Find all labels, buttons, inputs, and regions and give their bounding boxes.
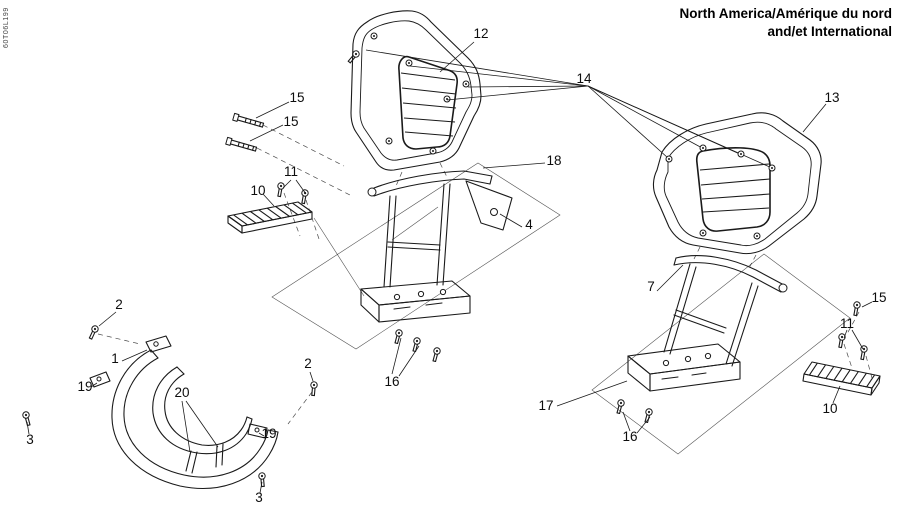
callout-17: 17 — [538, 398, 553, 413]
footrest-shield-left — [346, 10, 482, 171]
plate-screws-right — [614, 398, 654, 424]
step-right-tread — [808, 362, 876, 388]
fastener-fan-lines-14 — [365, 49, 773, 169]
callout-2-a: 2 — [115, 297, 123, 312]
mounting-plate-left — [360, 280, 471, 323]
callout-10-a: 10 — [250, 183, 265, 198]
mounting-plate-right — [627, 343, 741, 392]
shield-left-corner-screw — [346, 48, 362, 65]
shield-left-screws — [370, 32, 470, 155]
step-right-bolt-15 — [851, 300, 862, 317]
support-frame-left — [360, 170, 513, 323]
callout-13: 13 — [824, 90, 839, 105]
step-left-screw-1 — [275, 181, 286, 198]
callout-19-b: 19 — [261, 426, 276, 441]
mounting-bolts-left — [225, 112, 265, 154]
bumper-tab-19a — [89, 371, 111, 388]
tread-ribs-right-shield — [699, 163, 771, 213]
support-frame-right — [627, 255, 788, 392]
plate-screws-left — [392, 328, 442, 363]
callout-12: 12 — [473, 26, 488, 41]
shield-right-screws — [665, 144, 776, 240]
callout-leader-lines — [26, 41, 873, 494]
bumper-cross-links — [185, 443, 224, 474]
callout-3-b: 3 — [255, 490, 263, 505]
step-left-tread — [233, 202, 307, 226]
callout-15-b: 15 — [283, 114, 298, 129]
footrest-shield-right — [652, 112, 822, 255]
callout-14: 14 — [576, 71, 592, 86]
tread-ribs-left-shield — [400, 72, 457, 137]
callout-16-a: 16 — [384, 374, 399, 389]
callout-15-a: 15 — [289, 90, 304, 105]
callout-11-b: 11 — [840, 316, 854, 331]
callout-10-b: 10 — [822, 401, 837, 416]
region-title-line1: North America/Amérique du nord — [679, 6, 892, 21]
callout-15-c: 15 — [871, 290, 886, 305]
bumper-guard — [21, 324, 319, 489]
callout-18: 18 — [546, 153, 561, 168]
callout-4: 4 — [525, 217, 533, 232]
step-plate-left — [227, 181, 313, 234]
callout-3-a: 3 — [26, 432, 34, 447]
callout-1: 1 — [111, 351, 119, 366]
region-title-line2: and/et International — [767, 23, 892, 39]
bumper-screw-3b — [257, 471, 267, 488]
region-title: North America/Amérique du nord and/et In… — [679, 5, 892, 40]
callout-16-b: 16 — [622, 429, 637, 444]
bumper-bracket-1 — [145, 335, 172, 353]
step-plate-right — [802, 300, 881, 396]
callout-7: 7 — [647, 279, 655, 294]
callout-numbers: 12 14 13 15 15 18 10 11 4 2 1 19 20 2 19… — [26, 26, 886, 505]
callout-19-a: 19 — [77, 379, 92, 394]
callout-11-a: 11 — [284, 164, 298, 179]
callout-20: 20 — [174, 385, 189, 400]
callout-2-b: 2 — [304, 356, 312, 371]
bumper-tab-19b — [247, 423, 268, 439]
bumper-screw-2a — [87, 324, 100, 341]
